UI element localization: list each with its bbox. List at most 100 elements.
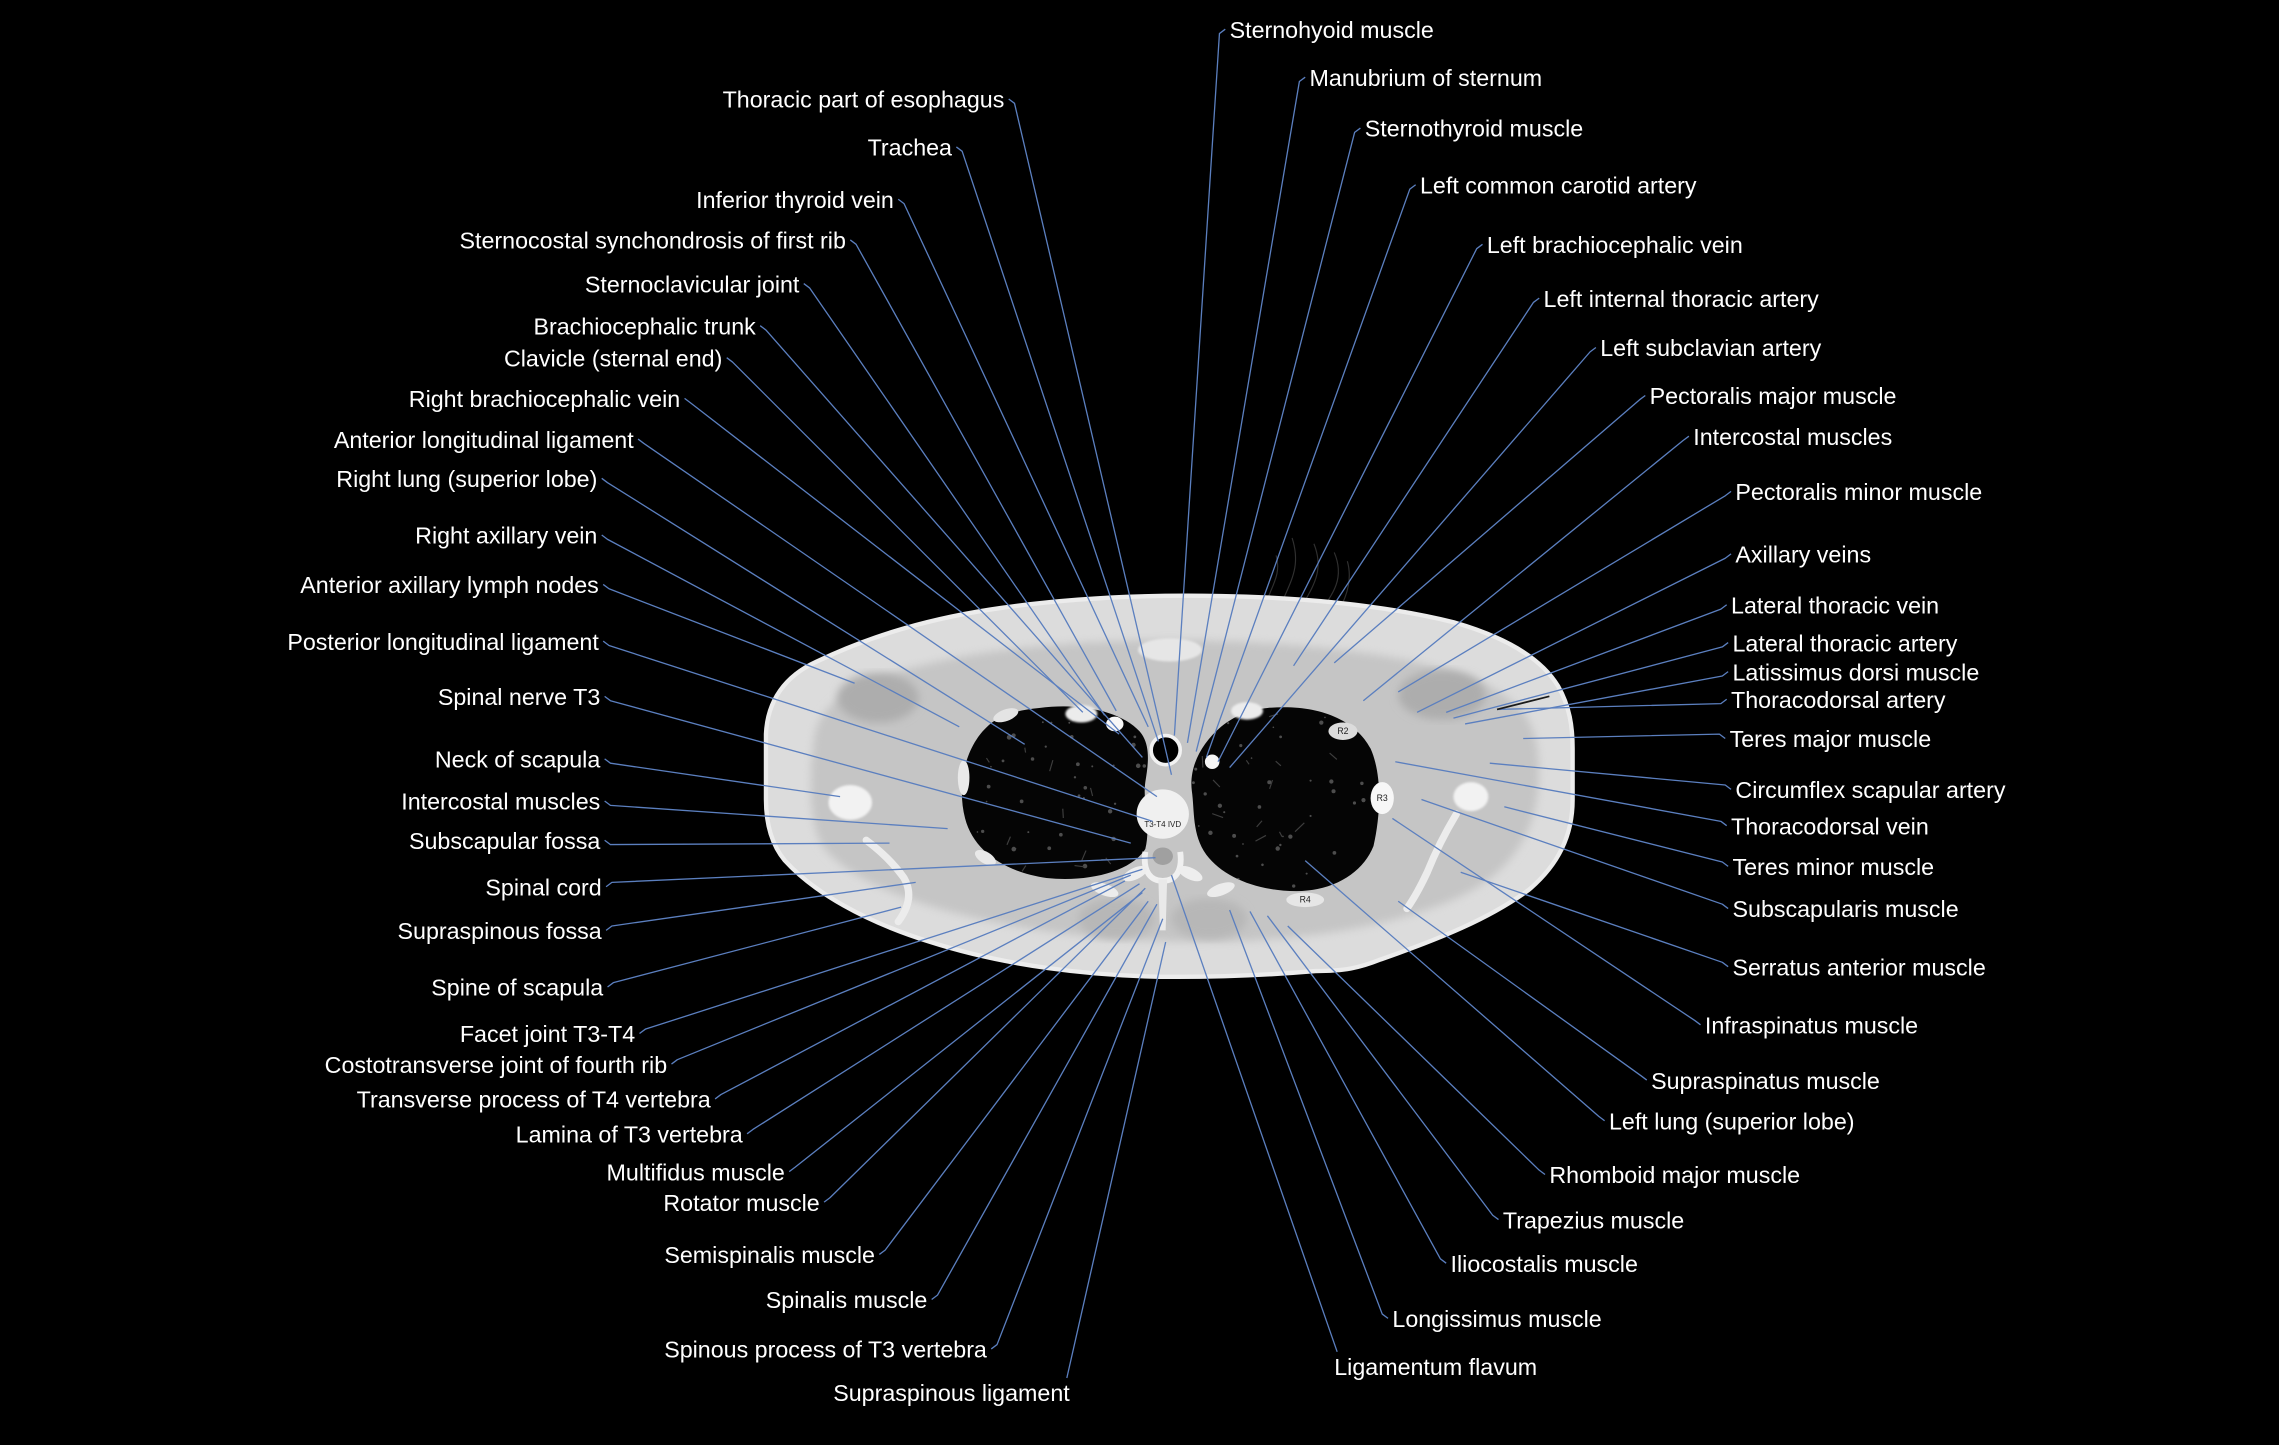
lung-vessel-dot xyxy=(1239,744,1243,748)
left-leader-line-supraspinous-ligament xyxy=(1066,941,1167,1379)
right-label-left-subclavian-artery: Left subclavian artery xyxy=(1600,335,1821,361)
lung-vessel-dot xyxy=(1191,781,1195,785)
lung-vessel-dot xyxy=(1282,835,1284,838)
right-leader-line-thoracodorsal-artery xyxy=(1497,698,1728,711)
left-clavicle-head xyxy=(1231,702,1264,720)
lung-vessel-branch xyxy=(1211,813,1224,819)
left-label-sternocostal-synchondrosis-of-first-rib: Sternocostal synchondrosis of first rib xyxy=(460,228,846,254)
lung-vessel-dot xyxy=(1261,863,1264,867)
lung-vessel-dot xyxy=(1030,757,1035,761)
right-label-supraspinatus-muscle: Supraspinatus muscle xyxy=(1651,1068,1880,1094)
lung-vessel-dot xyxy=(1352,801,1357,805)
right-label-left-lung-superior-lobe: Left lung (superior lobe) xyxy=(1609,1108,1855,1134)
left-label-supraspinous-fossa: Supraspinous fossa xyxy=(398,918,602,944)
left-leader-line-spinous-process-of-t3-vertebra xyxy=(990,918,1164,1350)
left-leader-line-clavicle-sternal-end xyxy=(726,357,1084,713)
right-leader-line-left-common-carotid-artery xyxy=(1205,184,1417,758)
left-leader-line-right-axillary-vein xyxy=(601,534,960,728)
right-label-left-internal-thoracic-artery: Left internal thoracic artery xyxy=(1544,286,1820,312)
right-label-pectoralis-minor-muscle: Pectoralis minor muscle xyxy=(1735,479,1982,505)
left-leader-line-trachea xyxy=(955,146,1160,742)
lung-vessel-dot xyxy=(1006,734,1012,740)
right-label-lateral-thoracic-vein: Lateral thoracic vein xyxy=(1731,592,1939,618)
rib-4-label: R4 xyxy=(1300,895,1311,905)
left-label-semispinalis-muscle: Semispinalis muscle xyxy=(664,1242,875,1268)
left-label-posterior-longitudinal-ligament: Posterior longitudinal ligament xyxy=(287,629,599,655)
right-label-thoracodorsal-vein: Thoracodorsal vein xyxy=(1731,813,1929,839)
right-label-circumflex-scapular-artery: Circumflex scapular artery xyxy=(1735,777,2005,803)
lung-vessel-dot xyxy=(1309,814,1312,818)
rib-2-shape xyxy=(1328,722,1358,740)
right-leader-line-pectoralis-major-muscle xyxy=(1333,394,1646,664)
lung-vessel-dot xyxy=(1288,834,1293,839)
lung-vessel-dot xyxy=(1279,843,1282,847)
right-label-manubrium-of-sternum: Manubrium of sternum xyxy=(1310,65,1543,91)
right-leader-line-subscapularis-muscle xyxy=(1421,798,1729,910)
left-label-spinous-process-of-t3-vertebra: Spinous process of T3 vertebra xyxy=(664,1337,987,1363)
left-scapula-neck xyxy=(1453,782,1489,812)
left-leader-line-intercostal-muscles xyxy=(604,800,948,830)
left-leader-line-thoracic-part-of-esophagus xyxy=(1008,98,1173,775)
right-leader-line-left-brachiocephalic-vein xyxy=(1217,243,1483,763)
right-leader-line-pectoralis-minor-muscle xyxy=(1397,490,1732,693)
lung-vessel-branch xyxy=(1074,864,1085,868)
left-leader-line-spine-of-scapula xyxy=(607,906,902,988)
lung-vessel-dot xyxy=(981,829,985,834)
right-leader-line-left-lung-superior-lobe xyxy=(1304,860,1605,1122)
right-scapula-blade xyxy=(862,836,913,926)
rib-4-shape xyxy=(1286,892,1325,908)
lung-vessel-dot xyxy=(1073,776,1077,779)
structure-labels: Thoracic part of esophagusTracheaInferio… xyxy=(287,17,2005,1406)
right-label-left-brachiocephalic-vein: Left brachiocephalic vein xyxy=(1487,232,1743,258)
left-leader-line-facet-joint-t3-t4 xyxy=(639,868,1143,1035)
right-leader-line-circumflex-scapular-artery xyxy=(1489,762,1732,790)
left-label-spinal-nerve-t3: Spinal nerve T3 xyxy=(438,684,600,710)
left-label-spinal-cord: Spinal cord xyxy=(485,874,601,900)
left-label-transverse-process-of-t4-vertebra: Transverse process of T4 vertebra xyxy=(357,1087,711,1113)
lung-vessel-dot xyxy=(990,765,992,768)
lung-vessel-dot xyxy=(1082,863,1088,869)
left-leader-line-inferior-thyroid-vein xyxy=(897,198,1149,728)
lung-vessel-dot xyxy=(1332,851,1337,855)
left-leader-line-rotator-muscle xyxy=(823,887,1146,1203)
lung-vessel-branch xyxy=(1201,756,1204,768)
lung-vessel-branch xyxy=(1245,759,1250,765)
left-leader-line-right-brachiocephalic-vein xyxy=(684,397,1120,735)
vertebral-body xyxy=(1136,789,1189,839)
lung-vessel-dot xyxy=(1309,779,1312,782)
lung-vessel-dot xyxy=(1235,854,1239,858)
leader-lines xyxy=(601,28,1732,1379)
left-label-subscapular-fossa: Subscapular fossa xyxy=(409,828,600,854)
right-leader-line-intercostal-muscles xyxy=(1362,435,1690,702)
left-leader-line-anterior-longitudinal-ligament xyxy=(637,438,1158,798)
left-label-spinalis-muscle: Spinalis muscle xyxy=(766,1287,928,1313)
lung-vessel-branch xyxy=(1089,787,1094,797)
lung-vessel-dot xyxy=(1068,721,1071,724)
spinous-process xyxy=(1158,879,1168,931)
right-paraspinal-muscle xyxy=(1078,898,1155,940)
lung-vessel-dot xyxy=(1197,825,1200,827)
lung-vessel-dot xyxy=(1059,832,1063,837)
lung-vessel-dot xyxy=(1142,764,1147,768)
rib-shape xyxy=(1090,882,1119,898)
rib-3-shape xyxy=(1370,782,1394,815)
rib-shape xyxy=(1207,882,1235,898)
right-leader-line-longissimus-muscle xyxy=(1229,909,1389,1319)
left-leader-line-subscapular-fossa xyxy=(604,839,890,846)
lung-vessel-branch xyxy=(1294,822,1305,833)
left-leader-line-spinalis-muscle xyxy=(931,903,1158,1301)
left-label-inferior-thyroid-vein: Inferior thyroid vein xyxy=(696,187,894,213)
left-scapula-blade xyxy=(1403,810,1460,913)
right-label-intercostal-muscles: Intercostal muscles xyxy=(1693,424,1892,450)
left-label-thoracic-part-of-esophagus: Thoracic part of esophagus xyxy=(723,87,1005,113)
right-label-lateral-thoracic-artery: Lateral thoracic artery xyxy=(1733,630,1958,656)
lung-vessel-dot xyxy=(1279,735,1283,739)
lung-vessel-branch xyxy=(1278,831,1283,838)
lung-vessel-dot xyxy=(1292,884,1296,888)
left-leader-line-spinal-nerve-t3 xyxy=(604,695,1131,844)
lung-vessel-dot xyxy=(1257,805,1262,809)
right-leader-line-axillary-veins xyxy=(1416,553,1732,713)
left-leader-line-neck-of-scapula xyxy=(604,758,841,798)
left-label-right-axillary-vein: Right axillary vein xyxy=(415,523,597,549)
